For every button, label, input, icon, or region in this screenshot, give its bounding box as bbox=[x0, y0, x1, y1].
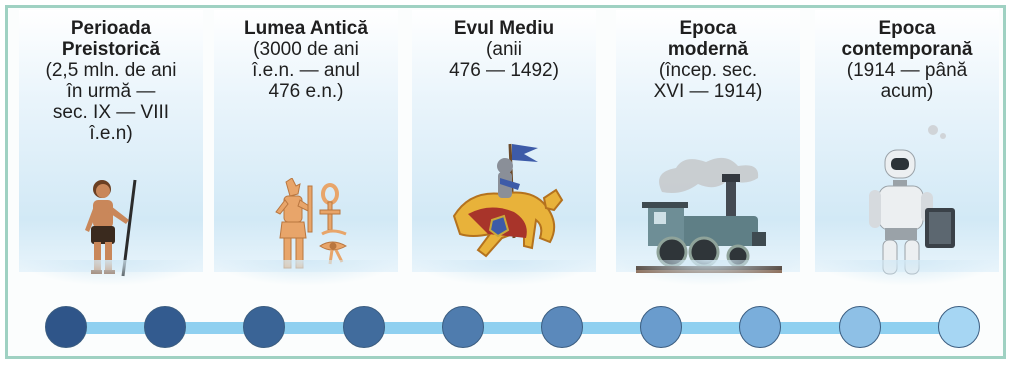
period-date-line: 476 — 1492) bbox=[449, 60, 559, 81]
timeline-dot bbox=[144, 306, 187, 348]
period-panel-antiquity: Lumea Antică (3000 de ani î.e.n. — anul … bbox=[214, 10, 398, 286]
period-date-line: în urmă — bbox=[66, 81, 156, 102]
period-title-line: Preistorică bbox=[61, 39, 161, 60]
period-title-line: Evul Mediu bbox=[453, 18, 555, 39]
medieval-knight-icon bbox=[452, 143, 564, 258]
timeline-dot bbox=[937, 306, 980, 348]
period-title-line: Perioada bbox=[70, 18, 152, 39]
period-date-line: î.e.n. — anul bbox=[252, 60, 360, 81]
egyptian-hieroglyph-icon bbox=[275, 178, 348, 269]
period-date-line: (1914 — până bbox=[846, 60, 968, 81]
period-label: Lumea Antică (3000 de ani î.e.n. — anul … bbox=[214, 18, 398, 102]
timeline-dot bbox=[838, 306, 881, 348]
period-label: Perioada Preistorică (2,5 mln. de ani în… bbox=[19, 18, 203, 144]
period-date-line: (încep. sec. bbox=[658, 60, 758, 81]
steam-locomotive-icon bbox=[636, 157, 782, 273]
timeline-frame: Perioada Preistorică (2,5 mln. de ani în… bbox=[5, 5, 1006, 359]
period-title-line: Lumea Antică bbox=[244, 18, 368, 39]
period-title-line: Epoca bbox=[878, 18, 936, 39]
period-panel-modern: Epoca modernă (încep. sec. XVI — 1914) bbox=[616, 10, 800, 286]
robot-icon bbox=[869, 125, 955, 275]
period-date-line: acum) bbox=[880, 81, 934, 102]
period-date-line: 476 e.n.) bbox=[268, 81, 344, 102]
timeline-dot bbox=[441, 306, 484, 348]
period-panel-prehistoric: Perioada Preistorică (2,5 mln. de ani în… bbox=[19, 10, 203, 286]
timeline-dot bbox=[45, 306, 87, 348]
period-label: Epoca modernă (încep. sec. XVI — 1914) bbox=[616, 18, 800, 102]
period-date-line: (2,5 mln. de ani bbox=[45, 60, 177, 81]
period-date-line: sec. IX — VIII bbox=[52, 102, 170, 123]
period-title-line: contemporană bbox=[841, 39, 973, 60]
period-panel-middle-ages: Evul Mediu (anii 476 — 1492) bbox=[412, 10, 596, 286]
period-label: Evul Mediu (anii 476 — 1492) bbox=[412, 18, 596, 81]
timeline-dot bbox=[640, 306, 683, 348]
period-date-line: (3000 de ani bbox=[253, 39, 359, 60]
caveman-icon bbox=[85, 179, 137, 277]
period-panel-contemporary: Epoca contemporană (1914 — până acum) bbox=[815, 10, 999, 286]
period-title-line: modernă bbox=[667, 39, 749, 60]
timeline-dot bbox=[541, 306, 583, 348]
timeline-dot bbox=[342, 306, 385, 348]
period-label: Epoca contemporană (1914 — până acum) bbox=[815, 18, 999, 102]
period-date-line: (anii bbox=[486, 39, 522, 60]
timeline-dot bbox=[243, 306, 286, 348]
period-date-line: î.e.n) bbox=[89, 123, 133, 144]
period-title-line: Epoca bbox=[679, 18, 737, 39]
timeline-dot bbox=[739, 306, 782, 348]
period-date-line: XVI — 1914) bbox=[653, 81, 763, 102]
timeline-track bbox=[48, 322, 968, 334]
